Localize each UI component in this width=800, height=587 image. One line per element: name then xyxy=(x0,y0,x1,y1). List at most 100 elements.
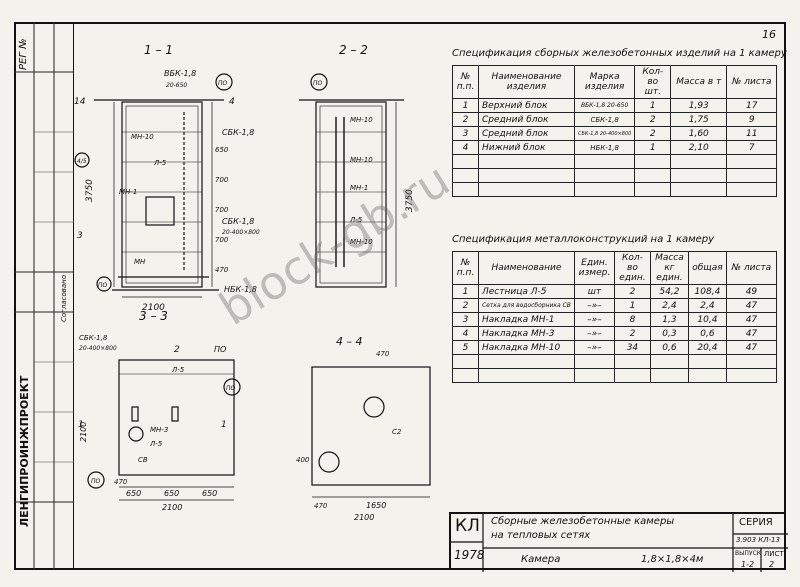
spec-table-concrete: Спецификация сборных железобетонных изде… xyxy=(452,48,787,197)
cell: –»– xyxy=(573,298,615,313)
section-4-4-label: 4 – 4 xyxy=(336,335,363,348)
title-block-grid xyxy=(451,514,788,572)
spec2-header-row: № п.п. Наименование Един. измер. Кол-во … xyxy=(452,251,777,285)
cut-1-left: 1 xyxy=(78,420,84,430)
label-mn10-d: МН-10 xyxy=(350,238,373,246)
title-line2: на тепловых сетях xyxy=(491,530,591,541)
sheet-label: ЛИСТ xyxy=(764,550,784,558)
cell: 9 xyxy=(726,112,778,127)
table-row-empty xyxy=(452,354,777,369)
sheet-frame xyxy=(14,22,786,570)
series-value: 3.903 КЛ-13 xyxy=(736,536,780,544)
spec1-h2: Марка изделия xyxy=(573,65,636,99)
cell: СБК-1,8 xyxy=(573,112,636,127)
label-mn-lower: МН xyxy=(134,258,146,266)
cell: Верхний блок xyxy=(478,98,575,113)
title-year: 1978 xyxy=(454,548,485,562)
cell: 1 xyxy=(452,284,479,299)
spec2-h1: Наименование xyxy=(478,251,575,285)
cell: 47 xyxy=(725,326,777,341)
cell: 17 xyxy=(726,98,778,113)
dim-470-d: 470 xyxy=(376,350,390,358)
dim-2100-a: 2100 xyxy=(142,303,165,313)
spec1-caption: Спецификация сборных железобетонных изде… xyxy=(452,48,787,59)
dim-650: 650 xyxy=(215,146,229,154)
cell: 54,2 xyxy=(649,284,689,299)
spec2-h6: № листа xyxy=(725,251,777,285)
dim-1650: 1650 xyxy=(366,501,386,510)
spec1-h1: Наименование изделия xyxy=(478,65,575,99)
table-row-empty xyxy=(452,168,778,183)
section-2-2-label: 2 – 2 xyxy=(339,43,368,57)
dim-3: 3 xyxy=(77,231,83,241)
label-sbk-33-sub: 20-400×800 xyxy=(79,345,117,352)
cell: 1,3 xyxy=(649,312,689,327)
spec-table-metal: Спецификация металлоконструкций на 1 кам… xyxy=(452,234,777,383)
cell: 7 xyxy=(726,140,778,155)
dim-700-b: 700 xyxy=(215,206,229,214)
callout-po-3: ПО xyxy=(313,80,323,87)
dim-650-c: 650 xyxy=(164,489,179,498)
cell: Лестница Л-5 xyxy=(478,284,575,299)
cell: 34 xyxy=(613,340,651,355)
cell: 4 xyxy=(452,140,479,155)
cell: 47 xyxy=(725,340,777,355)
table-row-empty xyxy=(452,182,778,197)
callout-po-2: ПО xyxy=(98,282,108,289)
callout-4-5: 4/5 xyxy=(77,158,87,165)
label-l5-a: Л-5 xyxy=(153,159,167,167)
label-po-33: ПО xyxy=(214,345,226,354)
cell: 1 xyxy=(613,298,651,313)
cell: 47 xyxy=(725,298,777,313)
spec2-table: № п.п. Наименование Един. измер. Кол-во … xyxy=(452,251,777,383)
cell: 2,4 xyxy=(687,298,727,313)
label-sbk: СБК-1,8 xyxy=(222,128,254,137)
cell: 8 xyxy=(613,312,651,327)
cell: Средний блок xyxy=(478,126,575,141)
dim-2100-c: 2100 xyxy=(79,422,88,442)
cell: 47 xyxy=(725,312,777,327)
cell: Средний блок xyxy=(478,112,575,127)
title-line1: Сборные железобетонные камеры xyxy=(491,516,675,527)
cell: 1,60 xyxy=(670,126,728,141)
cut-1-right: 1 xyxy=(221,420,227,430)
cell: ВБК-1,8 20-650 xyxy=(573,98,636,113)
callout-7-6: ПО xyxy=(91,478,101,485)
cell: 10,4 xyxy=(687,312,727,327)
label-sv: СВ xyxy=(138,456,148,464)
spec1-h0: № п.п. xyxy=(452,65,479,99)
cell: 1,93 xyxy=(670,98,728,113)
dim-700-c: 700 xyxy=(215,236,229,244)
left-stamp-strip: РЕГ № ЛЕНГИПРОИНЖПРОЕКТ Согласовано xyxy=(14,22,74,570)
spec1-table: № п.п. Наименование изделия Марка издели… xyxy=(452,65,778,197)
cell: –»– xyxy=(573,340,615,355)
cell: Накладка МН-10 xyxy=(478,340,575,355)
spec2-h4: Масса кг един. xyxy=(649,251,689,285)
cell: Нижний блок xyxy=(478,140,575,155)
label-l5-c: Л-5 xyxy=(171,366,185,374)
callout-8-6: ПО xyxy=(226,385,236,392)
title-subject: Камера xyxy=(521,554,561,565)
issue-value: 1-2 xyxy=(741,560,755,569)
issue-label: ВЫПУСК xyxy=(735,550,762,557)
dim-470-a: 470 xyxy=(215,266,229,274)
series-label: СЕРИЯ xyxy=(739,517,773,528)
cell: 2 xyxy=(634,112,672,127)
dim-2100-b: 2100 xyxy=(162,503,182,512)
cell: 3 xyxy=(452,312,479,327)
label-mn10-c: МН-10 xyxy=(350,156,373,164)
cell: 2 xyxy=(452,298,479,313)
title-size: 1,8×1,8×4м xyxy=(641,554,704,565)
label-sbk2-sub: 20-400×800 xyxy=(222,229,260,236)
spec2-caption: Спецификация металлоконструкций на 1 кам… xyxy=(452,234,715,245)
cell: 2,4 xyxy=(649,298,689,313)
dim-470-b: 470 xyxy=(114,478,128,486)
dim-3750-right: 3750 xyxy=(405,189,415,212)
cut-2-top: 2 xyxy=(174,345,180,355)
cell: НБК-1,8 xyxy=(573,140,636,155)
